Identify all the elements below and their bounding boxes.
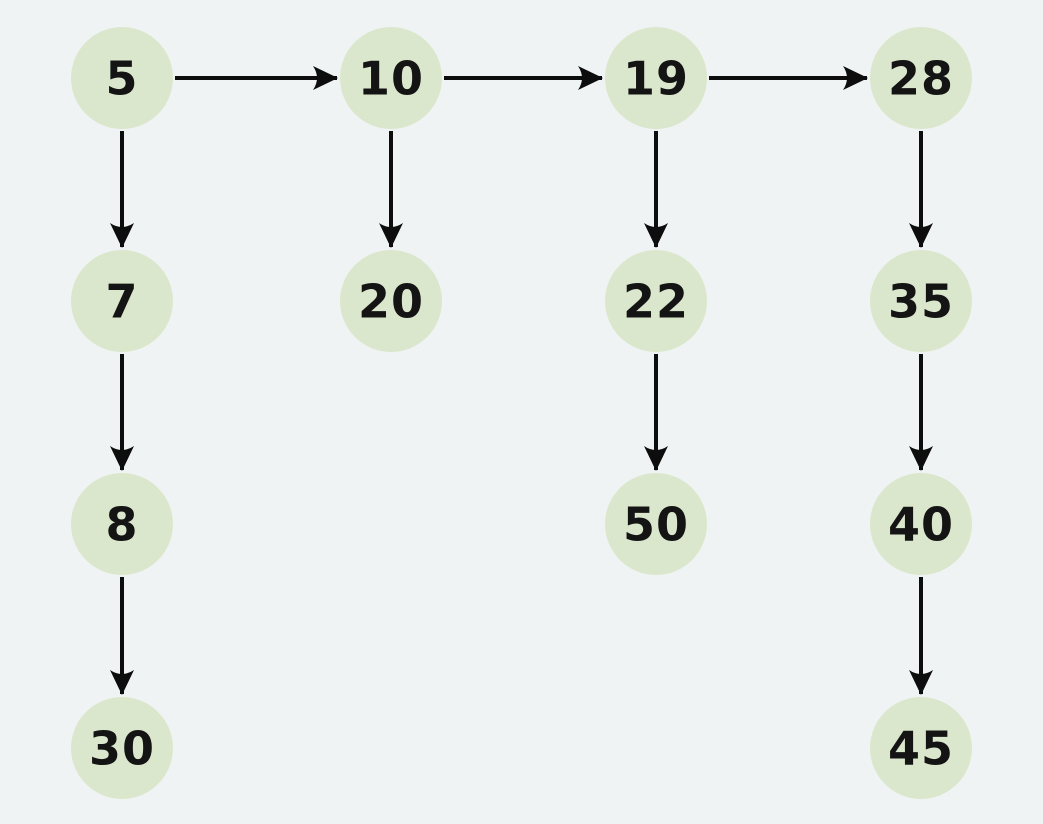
nodes-layer: 5 10 19 28 7 20 22 35 8 50 40 30 45	[71, 27, 972, 799]
node-value-label: 28	[888, 52, 954, 106]
node-circle	[605, 250, 707, 352]
list-node-8: 8	[71, 473, 173, 575]
node-value-label: 20	[358, 275, 424, 329]
list-node-10: 10	[340, 27, 442, 129]
list-node-45: 45	[870, 697, 972, 799]
node-circle	[71, 250, 173, 352]
node-value-label: 40	[888, 498, 954, 552]
node-value-label: 10	[358, 52, 424, 106]
node-circle	[870, 697, 972, 799]
list-node-22: 22	[605, 250, 707, 352]
node-circle	[340, 250, 442, 352]
node-value-label: 19	[623, 52, 689, 106]
node-circle	[71, 27, 173, 129]
node-circle	[870, 250, 972, 352]
list-node-7: 7	[71, 250, 173, 352]
node-circle	[605, 27, 707, 129]
list-node-5: 5	[71, 27, 173, 129]
node-circle	[870, 473, 972, 575]
list-node-50: 50	[605, 473, 707, 575]
list-node-28: 28	[870, 27, 972, 129]
node-value-label: 50	[623, 498, 689, 552]
list-node-40: 40	[870, 473, 972, 575]
node-value-label: 5	[105, 52, 138, 106]
node-value-label: 30	[89, 722, 155, 776]
edges-layer	[110, 66, 933, 695]
node-circle	[71, 473, 173, 575]
node-value-label: 45	[888, 722, 954, 776]
node-circle	[340, 27, 442, 129]
node-circle	[71, 697, 173, 799]
node-value-label: 22	[623, 275, 689, 329]
list-node-20: 20	[340, 250, 442, 352]
list-node-19: 19	[605, 27, 707, 129]
node-value-label: 8	[105, 498, 138, 552]
node-value-label: 7	[105, 275, 138, 329]
node-circle	[605, 473, 707, 575]
list-node-30: 30	[71, 697, 173, 799]
list-node-35: 35	[870, 250, 972, 352]
node-circle	[870, 27, 972, 129]
node-value-label: 35	[888, 275, 954, 329]
